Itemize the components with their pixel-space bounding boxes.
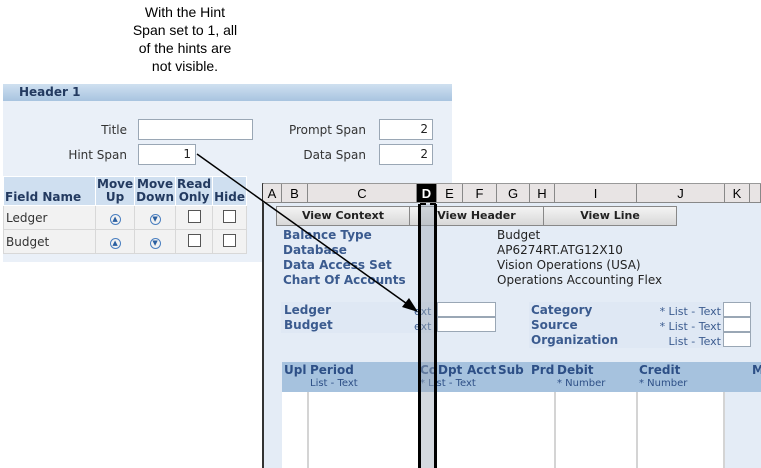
selected-column-d[interactable] (418, 204, 437, 468)
caption-line: With the Hint (144, 4, 226, 20)
grid-header (282, 362, 761, 392)
category-input[interactable] (723, 302, 751, 317)
grid-cell-period[interactable] (309, 392, 556, 468)
table-row: Budget ▲ ▼ (3, 229, 247, 254)
credit-hint: * Number (639, 378, 688, 389)
grid-col-credit: Credit (639, 363, 681, 377)
hint-span-label: Hint Span (68, 148, 127, 162)
column-marker (420, 203, 436, 206)
grid-col-co: Co (420, 363, 438, 377)
column-header-h[interactable]: H (530, 184, 555, 203)
column-header-c[interactable]: C (308, 184, 417, 203)
caption-line: Span set to 1, all (132, 22, 238, 38)
budget-label: Budget (284, 318, 333, 332)
arrow-line (196, 153, 411, 307)
prompt-span-label: Prompt Span (288, 123, 366, 137)
arrow-head-icon (402, 298, 418, 312)
data-span-input[interactable]: 2 (379, 144, 433, 165)
title-label: Title (101, 123, 127, 137)
category-label: Category (531, 303, 593, 317)
column-header-b[interactable]: B (282, 184, 308, 203)
header-text: Move (97, 177, 134, 191)
view-context-button[interactable]: View Context (276, 206, 410, 226)
organization-hint: List - Text (668, 335, 721, 348)
category-hint: * List - Text (659, 305, 721, 318)
callout-caption: With the Hint Span set to 1, all of the … (100, 3, 270, 75)
column-header-k[interactable]: K (725, 184, 750, 203)
field-name: Budget (3, 229, 96, 254)
grid-col-dpt: Dpt (438, 363, 463, 377)
grid-col-debit: Debit (557, 363, 594, 377)
grid-col-upl: Upl (284, 363, 307, 377)
caption-line: of the hints are (138, 40, 232, 56)
data-access-set-label: Data Access Set (283, 258, 392, 272)
debit-hint: * Number (557, 378, 606, 389)
title-input[interactable] (138, 119, 253, 140)
grid-col-period: Period (310, 363, 354, 377)
balance-type-value: Budget (497, 228, 541, 242)
column-header-a[interactable]: A (263, 184, 282, 203)
view-header-button[interactable]: View Header (409, 206, 544, 226)
move-up-icon[interactable]: ▲ (109, 238, 121, 249)
grid-col-m: M (752, 363, 761, 377)
table-row: Ledger ▲ ▼ (3, 205, 247, 230)
prompt-span-input[interactable]: 2 (379, 119, 433, 140)
ledger-input[interactable] (437, 302, 496, 317)
source-input[interactable] (723, 317, 751, 332)
budget-input[interactable] (437, 317, 496, 332)
grid-col-sub: Sub (498, 363, 524, 377)
header-text: Up (105, 190, 125, 204)
column-header-j[interactable]: J (637, 184, 725, 203)
caption-line: not visible. (151, 58, 219, 74)
grid-cell-credit[interactable] (638, 392, 725, 468)
header-text: Read (177, 177, 212, 191)
header-text: Move (137, 177, 174, 191)
hide-checkbox[interactable] (223, 233, 237, 247)
hide-checkbox[interactable] (223, 209, 237, 223)
move-down-icon[interactable]: ▼ (149, 214, 161, 225)
column-header-f[interactable]: F (463, 184, 497, 203)
grid-cell-debit[interactable] (556, 392, 638, 468)
read-only-checkbox[interactable] (187, 233, 201, 247)
right-fields-block (529, 302, 723, 348)
view-line-button[interactable]: View Line (543, 206, 677, 226)
header-text: Down (136, 190, 174, 204)
header-text: Only (178, 190, 210, 204)
co-hint: * List - Text (420, 378, 476, 389)
move-down-icon[interactable]: ▼ (149, 238, 161, 249)
data-access-set-value: Vision Operations (USA) (497, 258, 641, 272)
read-only-checkbox[interactable] (187, 209, 201, 223)
column-header-e[interactable]: E (437, 184, 463, 203)
move-up-icon[interactable]: ▲ (109, 214, 121, 225)
ledger-label: Ledger (284, 303, 332, 317)
col-field-name: Field Name (3, 176, 96, 206)
panel-title: Header 1 (3, 84, 452, 101)
chart-of-accounts-label: Chart Of Accounts (283, 273, 406, 287)
grid-col-prd: Prd (531, 363, 555, 377)
source-label: Source (531, 318, 578, 332)
database-label: Database (283, 243, 347, 257)
database-value: AP6274RT.ATG12X10 (497, 243, 623, 257)
grid-cell-upl[interactable] (282, 392, 309, 468)
organization-input[interactable] (723, 332, 751, 347)
data-span-label: Data Span (303, 148, 366, 162)
column-header-d[interactable]: D (417, 184, 437, 203)
field-name: Ledger (3, 205, 96, 230)
grid-col-acct: Acct (467, 363, 497, 377)
column-header-i[interactable]: I (555, 184, 637, 203)
source-hint: * List - Text (659, 320, 721, 333)
organization-label: Organization (531, 333, 619, 347)
chart-of-accounts-value: Operations Accounting Flex (497, 273, 663, 287)
column-header-g[interactable]: G (497, 184, 530, 203)
hint-span-input[interactable]: 1 (138, 144, 196, 165)
period-hint: List - Text (310, 378, 358, 389)
